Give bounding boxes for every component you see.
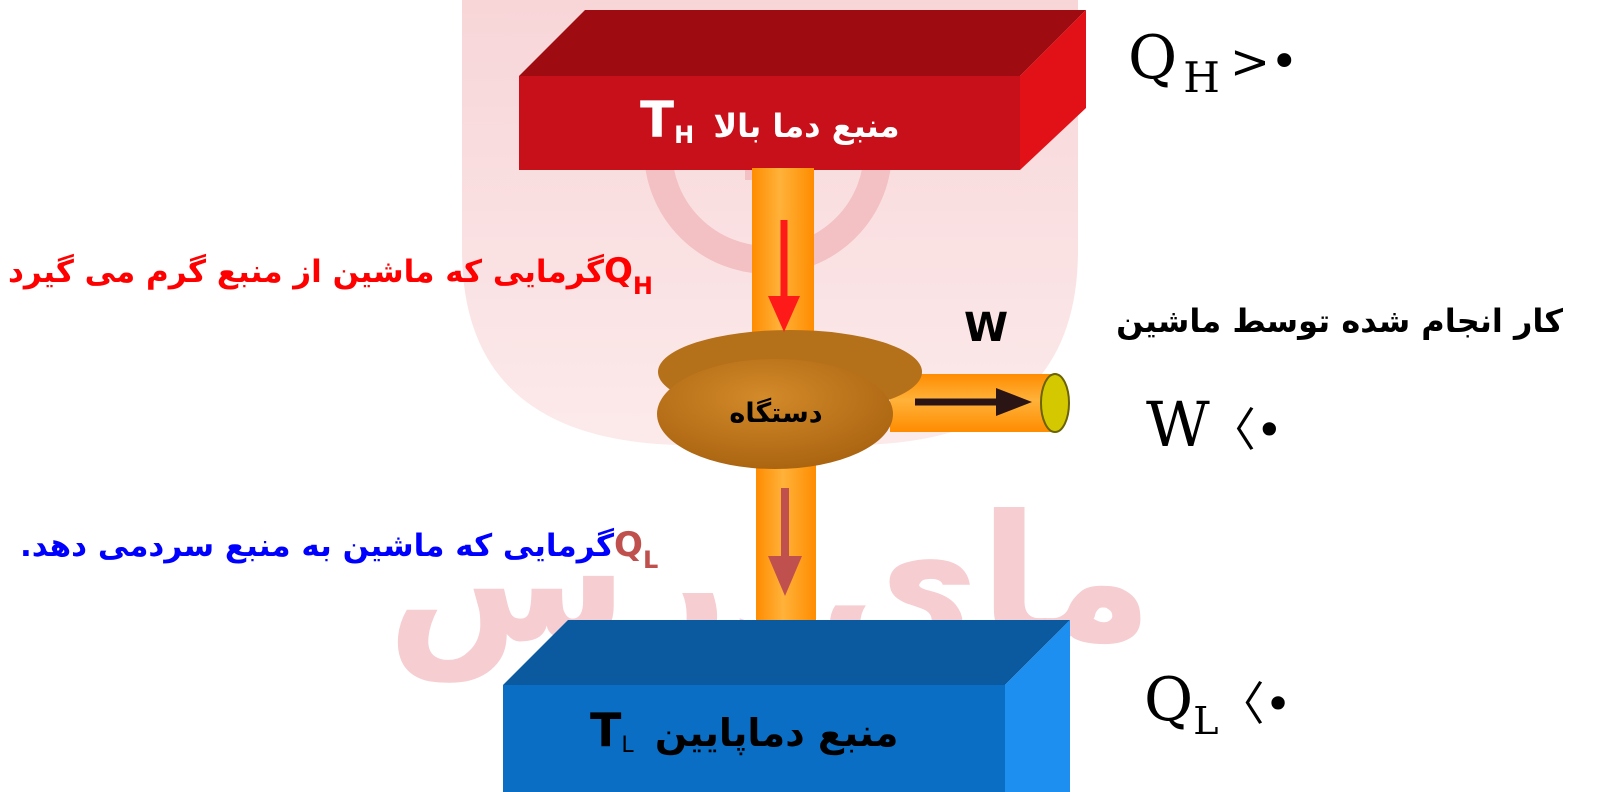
heat-out-description: گرمایی که ماشین به منبع سردمی دهد. — [20, 528, 615, 564]
relation-qh-symbol: Q — [1128, 23, 1178, 93]
heat-out-arrow — [768, 488, 802, 596]
work-description: کار انجام شده توسط ماشین — [1116, 302, 1563, 340]
relation-w-operator: 〈• — [1209, 403, 1283, 457]
hot-reservoir-subscript: H — [674, 121, 695, 149]
heat-in-description: گرمایی که ماشین از منبع گرم می گیرد — [8, 254, 605, 290]
relation-ql: QL〈• — [1144, 660, 1292, 761]
work-symbol-label: W — [964, 305, 1009, 351]
relation-ql-subscript: L — [1193, 699, 1219, 743]
relation-w-symbol: W — [1146, 388, 1210, 461]
heat-out-label: گرمایی که ماشین به منبع سردمی دهد.QL — [20, 520, 658, 580]
cold-reservoir-box — [503, 620, 1070, 792]
cold-reservoir-symbol: T — [590, 703, 622, 757]
heat-in-symbol: Q — [604, 251, 633, 291]
hot-reservoir-box — [519, 10, 1086, 170]
relation-qh-subscript: H — [1183, 53, 1220, 102]
hot-reservoir-text: منبع دما بالا — [713, 107, 900, 145]
relation-ql-operator: 〈• — [1218, 677, 1292, 731]
hot-reservoir-symbol: T — [640, 91, 675, 149]
device-body — [657, 330, 922, 469]
cold-reservoir-label: TL منبع دماپایین — [590, 700, 898, 760]
relation-w: W〈• — [1146, 385, 1283, 470]
heat-out-symbol: Q — [614, 525, 643, 565]
device-label: دستگاه — [729, 398, 823, 429]
cold-reservoir-subscript: L — [621, 733, 634, 758]
hot-reservoir-label: TH منبع دما بالا — [640, 90, 900, 150]
relation-ql-symbol: Q — [1144, 665, 1194, 735]
work-arrow — [915, 388, 1032, 416]
heat-in-subscript: H — [632, 272, 654, 300]
heat-out-subscript: L — [642, 546, 659, 574]
cold-reservoir-text: منبع دماپایین — [654, 711, 899, 755]
relation-qh-operator: >• — [1229, 34, 1299, 90]
heat-in-label: گرمایی که ماشین از منبع گرم می گیردQH — [8, 246, 653, 306]
heat-in-arrow — [768, 220, 800, 332]
